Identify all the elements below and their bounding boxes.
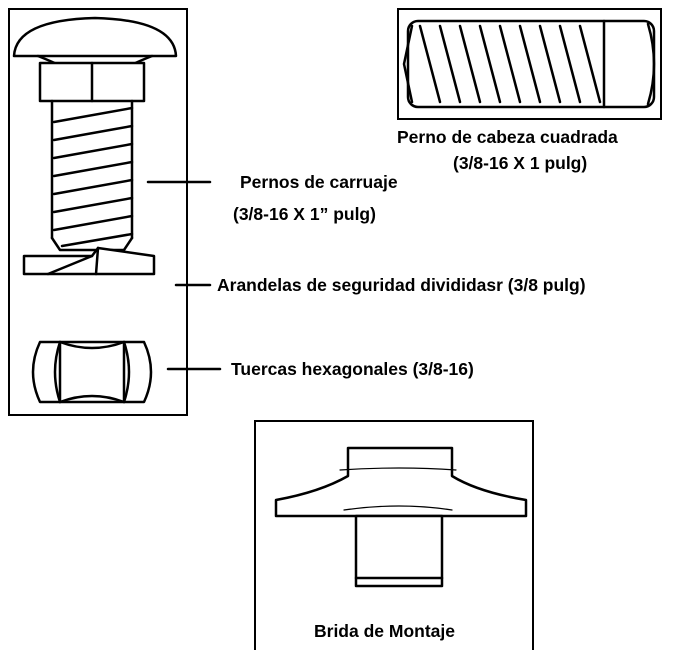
square-bolt-panel	[397, 8, 662, 120]
hardware-panel	[8, 8, 188, 416]
mounting-flange-label: Brida de Montaje	[314, 621, 455, 641]
split-lock-washer-icon	[22, 246, 156, 276]
square-head-bolt-icon	[402, 19, 656, 109]
carriage-bolt-icon	[12, 16, 178, 252]
lock-washer-label: Arandelas de seguridad divididasr (3/8 p…	[217, 275, 586, 295]
square-bolt-name: Perno de cabeza cuadrada	[397, 127, 618, 147]
carriage-bolt-name: Pernos de carruaje	[240, 172, 398, 192]
square-bolt-size: (3/8-16 X 1 pulg)	[453, 153, 588, 173]
mounting-flange-icon	[274, 446, 528, 588]
hex-nut-label: Tuercas hexagonales (3/8-16)	[231, 359, 474, 379]
hex-nut-icon	[31, 340, 153, 404]
flange-panel	[254, 420, 534, 650]
carriage-bolt-size: (3/8-16 X 1” pulg)	[233, 204, 376, 224]
